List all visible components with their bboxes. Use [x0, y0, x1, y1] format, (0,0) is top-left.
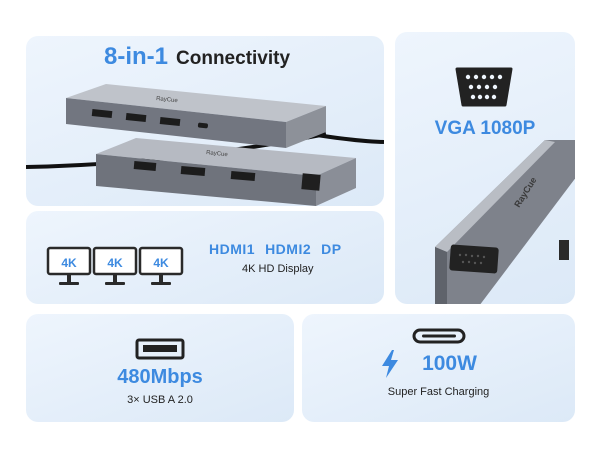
- monitor-icon: 4K: [138, 246, 184, 285]
- upper-hub: RayCue: [66, 84, 326, 148]
- lower-hub: RayCue: [96, 138, 356, 206]
- display-card: 4K 4K 4K HDMI1 HDMI2 DP 4K HD Display: [26, 211, 384, 304]
- monitor-icon: 4K: [46, 246, 92, 285]
- upper-hub-brand: RayCue: [156, 96, 179, 104]
- charging-card: 100W Super Fast Charging: [302, 314, 575, 422]
- port-label-hdmi1: HDMI1: [209, 241, 256, 257]
- usb-subtitle: 3× USB A 2.0: [127, 394, 193, 406]
- display-subtitle: 4K HD Display: [242, 263, 314, 275]
- connectivity-headline: 8-in-1 Connectivity: [104, 43, 290, 71]
- lightning-bolt-icon: [382, 350, 398, 378]
- hub-product-illustration: RayCue RayCue: [26, 84, 384, 206]
- usb-c-port-icon: [412, 328, 466, 344]
- port-label-hdmi2: HDMI2: [265, 241, 312, 257]
- usb-card: 480Mbps 3× USB A 2.0: [26, 314, 294, 422]
- usb-speed: 480Mbps: [117, 366, 203, 388]
- port-label-dp: DP: [321, 241, 342, 257]
- charging-subtitle: Super Fast Charging: [387, 386, 490, 398]
- charging-power-value: 100W: [422, 352, 477, 375]
- connectivity-title: Connectivity: [176, 48, 291, 69]
- connectivity-card: 8-in-1 Connectivity RayCue RayCue: [26, 36, 384, 206]
- vga-card: VGA 1080P RayCue: [395, 32, 575, 304]
- resolution-badge: 4K: [153, 256, 169, 270]
- lower-hub-brand: RayCue: [206, 150, 229, 158]
- resolution-badge: 4K: [61, 256, 77, 270]
- usb-a-port-icon: [135, 338, 185, 360]
- hub-side-illustration: RayCue: [435, 140, 575, 304]
- charging-power: 100W: [302, 352, 575, 376]
- monitor-icons: 4K 4K 4K: [46, 246, 184, 285]
- vga-title: VGA 1080P: [434, 118, 536, 139]
- connectivity-count: 8-in-1: [104, 43, 169, 70]
- resolution-badge: 4K: [107, 256, 123, 270]
- monitor-icon: 4K: [92, 246, 138, 285]
- vga-port-icon: [455, 67, 513, 107]
- display-ports: HDMI1 HDMI2 DP: [209, 241, 352, 257]
